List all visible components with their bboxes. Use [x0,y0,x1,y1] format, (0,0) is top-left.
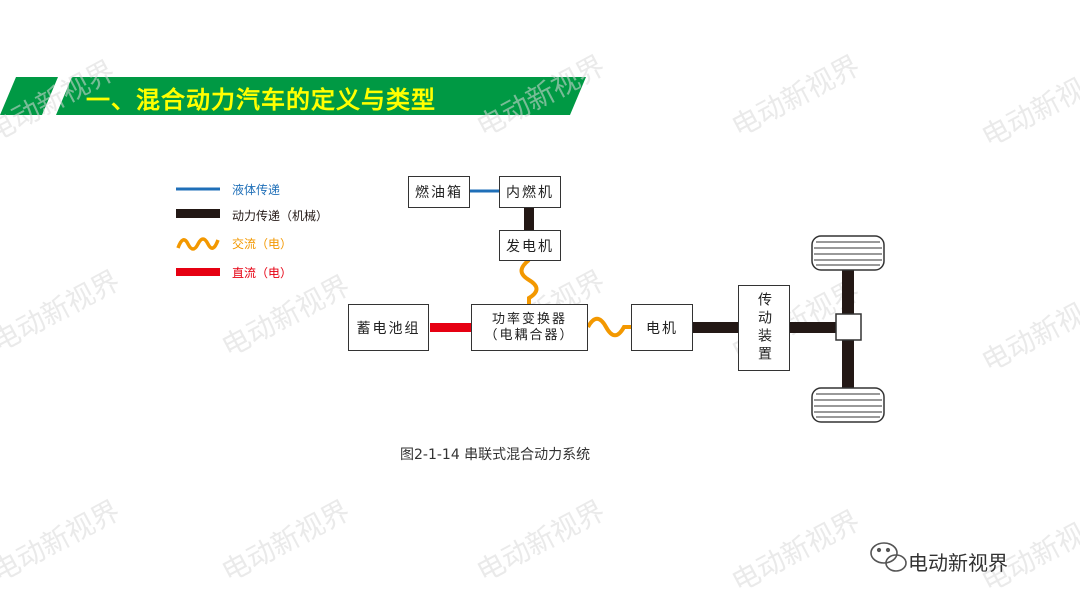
motor-box: 电机 [631,304,693,351]
title-bar [56,77,586,115]
battery-dc-link [430,323,472,332]
generator-ac-link [519,258,539,304]
motor-transmission-shaft [693,322,739,333]
transmission-label: 传动装置 [756,292,772,364]
legend-dc-line [176,268,220,276]
generator-label: 发电机 [506,238,554,255]
legend-ac-wave [176,237,220,251]
legend-dc-label: 直流（电） [232,266,293,280]
engine-generator-shaft [524,207,534,231]
title-band [0,77,586,115]
legend-ac-label: 交流（电） [232,237,293,251]
battery-box: 蓄电池组 [348,304,429,351]
legend-mechanical-line [176,209,220,218]
motor-label: 电机 [646,320,678,337]
converter-label-line2: （电耦合器） [484,327,575,343]
power-converter-box: 功率变换器 （电耦合器） [471,304,588,351]
wechat-icon [870,542,907,572]
engine-box: 内燃机 [499,176,561,208]
converter-ac-link [586,316,632,338]
engine-label: 内燃机 [506,185,554,201]
fuel-tank-box: 燃油箱 [408,176,470,208]
transmission-axle-shaft [790,322,838,333]
legend-liquid-label: 液体传递 [232,183,281,197]
wheel-icon [811,235,885,271]
wheel-icon [811,387,885,423]
figure-caption: 图2-1-14 串联式混合动力系统 [400,447,591,463]
converter-label-line1: 功率变换器 [491,311,567,327]
battery-label: 蓄电池组 [356,320,421,337]
title-accent-stripe [0,77,58,115]
differential [835,313,862,341]
generator-box: 发电机 [499,230,561,261]
slide-title: 一、混合动力汽车的定义与类型 [86,86,436,114]
legend-mechanical-label: 动力传递（机械） [232,209,329,223]
fuel-tank-label: 燃油箱 [415,185,463,201]
transmission-box: 传动装置 [738,285,790,371]
brand-name: 电动新视界 [908,551,1008,575]
